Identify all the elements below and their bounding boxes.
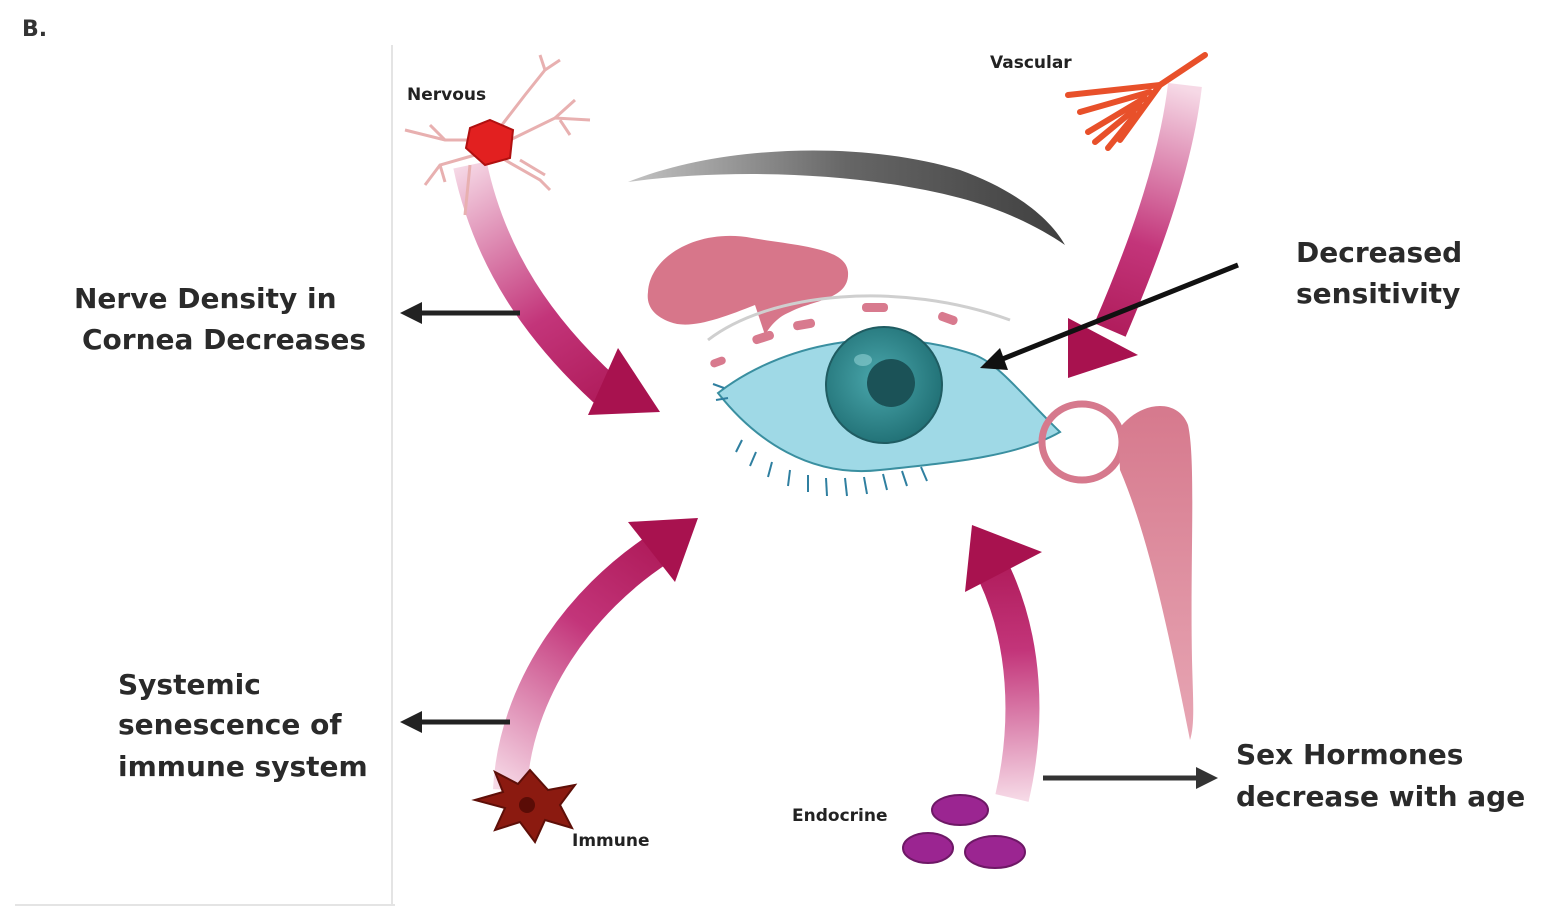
nasolacrimal-duct [1118,406,1193,740]
arrow-endocrine [965,525,1042,798]
svg-text:Nerve Density in: Nerve Density in [74,282,337,315]
immune-nucleus [519,797,535,813]
label-endocrine: Endocrine [792,806,887,826]
iris-highlight [854,354,872,366]
svg-text:Systemic: Systemic [118,668,261,701]
panel-label: B. [22,17,47,42]
arrow-hormone-effect [1043,767,1218,789]
label-immune: Immune [572,831,650,851]
neuron-body [466,120,513,165]
arrow-nerve-effect [400,302,520,324]
svg-text:Sex Hormones: Sex Hormones [1236,738,1463,771]
svg-text:immune system: immune system [118,750,368,783]
svg-text:decrease with age: decrease with age [1236,780,1525,813]
effect-nerve-density: Nerve Density in Cornea Decreases [74,282,366,356]
hormone-granules-icon [903,795,1025,868]
svg-text:Cornea Decreases: Cornea Decreases [82,323,366,356]
eyebrow [628,150,1065,245]
pupil [867,359,915,407]
arrow-immune-effect [400,711,510,733]
label-vascular: Vascular [990,53,1072,73]
arrow-immune [510,518,698,790]
lacrimal-gland [648,236,848,335]
svg-text:sensitivity: sensitivity [1296,277,1460,310]
effect-immune-senescence: Systemic senescence of immune system [118,668,368,783]
svg-text:senescence of: senescence of [118,708,342,741]
effect-sex-hormones: Sex Hormones decrease with age [1236,738,1525,813]
svg-text:Decreased: Decreased [1296,236,1462,269]
effect-decreased-sensitivity: Decreased sensitivity [1296,236,1462,310]
arrow-nervous [470,165,660,415]
lacrimal-sac-ring [1042,404,1122,480]
label-nervous: Nervous [407,85,486,105]
